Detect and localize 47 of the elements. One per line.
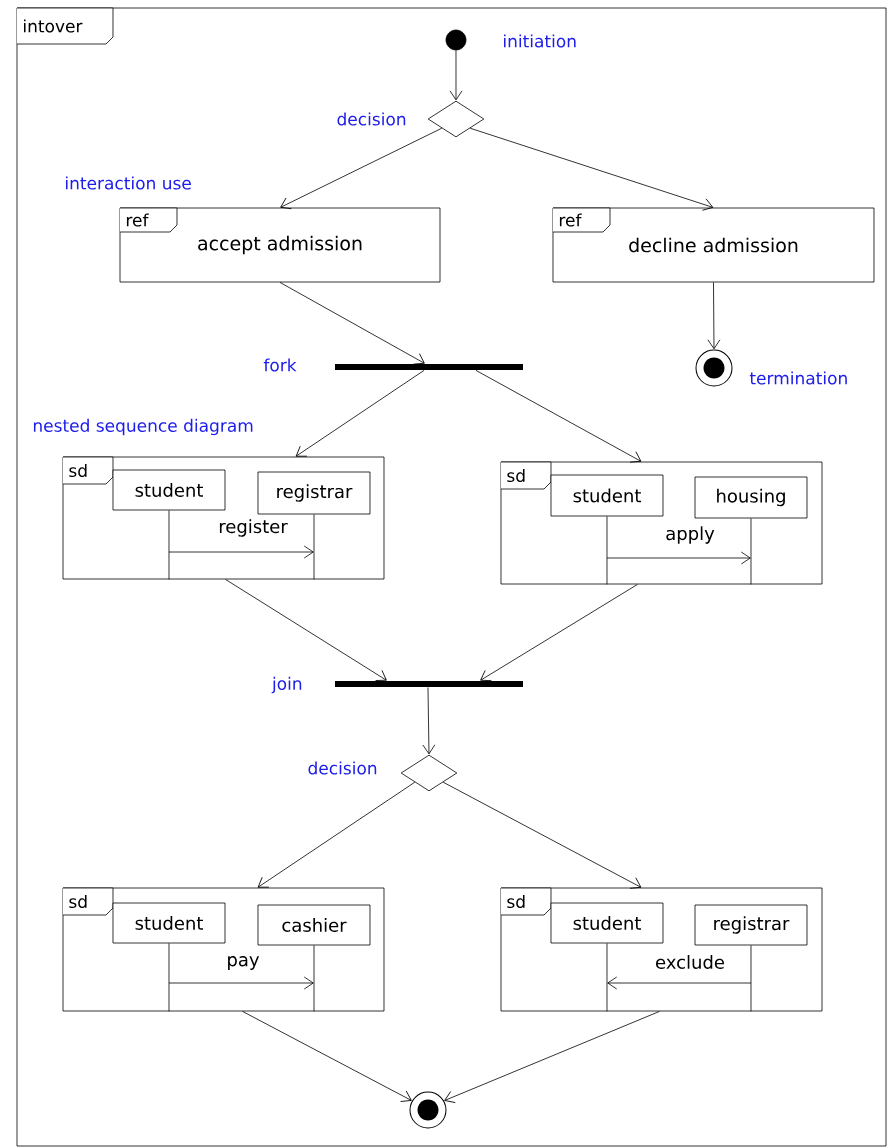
lifeline-box: student [550,474,664,517]
message-label: pay [225,955,261,971]
message-label: exclude [654,954,726,970]
annotation-label: fork [263,358,297,372]
annotation-label: nested sequence diagram [33,418,253,436]
initial-node [445,29,467,51]
final-node [695,349,733,387]
arrow [242,1011,412,1102]
message-arrow [606,551,751,565]
message-arrow [168,545,314,559]
arrow [442,781,642,889]
arrow [295,370,425,457]
lifeline-box: student [112,902,226,944]
message-label: register [217,518,289,538]
lifeline-box: housing [694,476,808,519]
fork-bar [335,364,523,370]
lifeline-box: registrar [257,471,371,515]
arrow [225,579,387,681]
interaction-use-frame: accept admission ref [119,207,441,283]
decision-diamond [427,100,485,138]
message-arrow [168,976,314,990]
arrow [480,584,638,682]
interaction-use-frame: decline admission ref [552,207,875,283]
arrow [475,370,642,463]
lifeline-box: student [112,469,226,511]
arrow [257,781,416,888]
arrow [469,127,714,211]
arrow [422,687,436,755]
final-node [409,1091,447,1129]
annotation-label: termination [749,371,847,385]
arrow [444,1011,660,1103]
annotation-label: join [271,676,302,694]
message-arrow [607,976,752,990]
message-label: apply [664,525,716,545]
lifeline-box: student [550,902,664,944]
arrow [280,127,443,210]
annotation-label: decision [337,112,406,126]
join-bar [335,681,523,687]
arrow [707,282,721,350]
annotation-label: decision [308,761,377,775]
arrow [449,50,463,101]
annotation-label: interaction use [66,176,191,190]
annotation-label: initiation [504,34,576,48]
decision-diamond [400,754,458,792]
arrow [279,282,425,365]
lifeline-box: registrar [694,904,808,946]
lifeline-box: cashier [257,904,371,946]
